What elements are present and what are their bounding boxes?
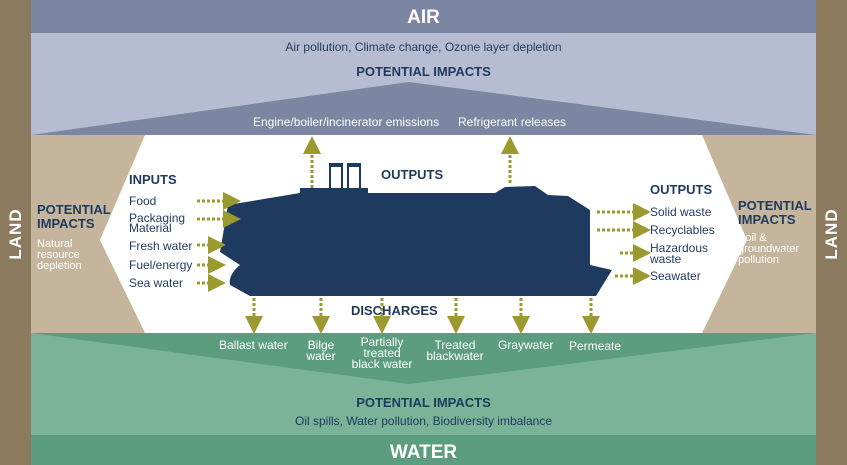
right-impacts-desc-1: Soil & bbox=[738, 232, 767, 244]
output-solid-waste: Solid waste bbox=[650, 205, 712, 219]
discharge-bilge-2: water bbox=[306, 349, 336, 363]
right-impacts-desc-3: pollution bbox=[738, 254, 779, 266]
water-impacts-title: POTENTIAL IMPACTS bbox=[356, 395, 491, 410]
ship-funnels bbox=[329, 163, 361, 190]
inputs-title: INPUTS bbox=[129, 172, 177, 187]
input-fuel-energy: Fuel/energy bbox=[129, 258, 193, 272]
land-right-label: LAND bbox=[822, 208, 841, 260]
land-left-label: LAND bbox=[6, 208, 25, 260]
right-impacts-title-2: IMPACTS bbox=[738, 212, 796, 227]
left-impacts-desc-1: Natural bbox=[37, 238, 73, 250]
input-material: Material bbox=[129, 221, 172, 235]
ship-hull bbox=[220, 186, 612, 296]
discharge-ballast: Ballast water bbox=[219, 338, 288, 352]
land-right-zone bbox=[702, 135, 816, 333]
water-triangle bbox=[31, 333, 816, 384]
input-packaging: Packaging bbox=[129, 211, 186, 225]
discharge-treated-2: blackwater bbox=[426, 349, 484, 363]
discharge-bilge-1: Bilge bbox=[307, 338, 335, 352]
left-impacts-title-1: POTENTIAL bbox=[37, 202, 111, 217]
discharge-partial-2: treated bbox=[363, 346, 401, 360]
output-hazardous: Hazardous bbox=[650, 241, 709, 255]
cruise-ship bbox=[220, 186, 612, 296]
water-band-title: WATER bbox=[389, 442, 458, 463]
land-left-band bbox=[0, 0, 31, 465]
discharge-graywater: Graywater bbox=[498, 338, 554, 352]
outputs-right-title: OUTPUTS bbox=[650, 182, 713, 197]
air-band-title: AIR bbox=[407, 7, 440, 28]
left-impacts-desc-2: resource bbox=[37, 249, 80, 261]
ship-funnel-deck bbox=[300, 188, 368, 194]
water-bottom-band bbox=[31, 435, 816, 465]
discharge-partial-3: black water bbox=[351, 357, 413, 371]
discharges-title: DISCHARGES bbox=[351, 303, 438, 318]
output-recyclables: Recyclables bbox=[650, 223, 715, 237]
outputs-top-title: OUTPUTS bbox=[381, 167, 444, 182]
air-triangle bbox=[31, 82, 816, 135]
land-left-zone bbox=[31, 135, 145, 333]
land-right-band bbox=[816, 0, 847, 465]
discharge-partial-1: Partially bbox=[360, 335, 404, 349]
water-impacts-list: Oil spills, Water pollution, Biodiversit… bbox=[295, 414, 552, 428]
right-impacts-desc-2: groundwater bbox=[738, 243, 800, 255]
left-impacts-desc-3: depletion bbox=[37, 260, 82, 272]
input-sea-water: Sea water bbox=[129, 276, 184, 290]
emission-engine-label: Engine/boiler/incinerator emissions bbox=[253, 115, 440, 129]
air-impacts-title: POTENTIAL IMPACTS bbox=[356, 64, 491, 79]
discharge-permeate: Permeate bbox=[569, 339, 622, 353]
air-impacts-list: Air pollution, Climate change, Ozone lay… bbox=[285, 40, 562, 54]
discharge-treated-1: Treated bbox=[434, 338, 476, 352]
input-food: Food bbox=[129, 194, 157, 208]
input-fresh-water: Fresh water bbox=[129, 239, 193, 253]
output-waste: waste bbox=[650, 252, 682, 266]
right-impacts-title-1: POTENTIAL bbox=[738, 198, 812, 213]
emission-refrigerant-label: Refrigerant releases bbox=[458, 115, 567, 129]
air-top-band bbox=[31, 0, 816, 33]
left-impacts-title-2: IMPACTS bbox=[37, 216, 95, 231]
output-seawater: Seawater bbox=[650, 269, 701, 283]
